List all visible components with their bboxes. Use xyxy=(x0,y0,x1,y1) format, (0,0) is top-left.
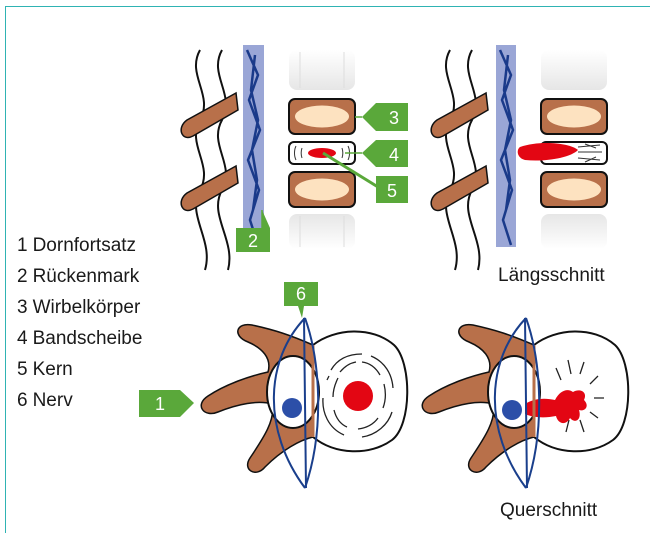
vertebra-faded-bottom xyxy=(541,214,607,249)
legend-label: Dornfortsatz xyxy=(33,235,136,256)
back-contour-inner xyxy=(468,50,480,270)
legend-number: 3 xyxy=(17,297,28,318)
tag-4: 4 xyxy=(362,140,408,167)
legend-label: Nerv xyxy=(33,390,73,411)
vertebra-faded-bottom xyxy=(289,214,355,249)
legend-number: 1 xyxy=(17,235,28,256)
tag-5-label: 5 xyxy=(387,181,397,201)
caption-longitudinal: Längsschnitt xyxy=(498,265,605,287)
spinous-process-lower xyxy=(431,166,488,210)
tag-3: 3 xyxy=(362,103,408,131)
back-contour-outer xyxy=(446,50,457,270)
legend-number: 2 xyxy=(17,266,28,287)
spinous-process-upper xyxy=(431,93,488,137)
back-contour-outer xyxy=(196,50,207,270)
longitudinal-view-herniated xyxy=(431,45,607,270)
tag-6: 6 xyxy=(284,282,318,318)
spinous-process-upper xyxy=(181,93,238,137)
vertebral-body-upper-core xyxy=(547,106,601,128)
cross-section-normal xyxy=(201,318,407,488)
cross-section-herniated xyxy=(422,318,628,488)
legend-number: 5 xyxy=(17,359,28,380)
vertebra-faded-top xyxy=(289,50,355,90)
tag-1-label: 1 xyxy=(155,394,165,414)
vertebral-body-lower-core xyxy=(295,179,349,201)
vertebral-body-upper-core xyxy=(295,106,349,128)
vertebra-faded-top xyxy=(541,50,607,90)
tag-2-label: 2 xyxy=(248,231,258,251)
spinal-cord-cross xyxy=(282,398,302,418)
tag-4-label: 4 xyxy=(389,145,399,165)
caption-cross-section: Querschnitt xyxy=(500,500,597,522)
legend-label: Kern xyxy=(33,359,73,380)
tag-3-label: 3 xyxy=(389,108,399,128)
legend-number: 4 xyxy=(17,328,28,349)
spinal-cord-cross xyxy=(502,400,522,420)
legend-label: Wirbelkörper xyxy=(33,297,141,318)
vertebral-body-lower-core xyxy=(547,179,601,201)
legend-number: 6 xyxy=(17,390,28,411)
nucleus-normal-long xyxy=(308,148,336,158)
tag-5: 5 xyxy=(376,176,408,203)
tag-6-label: 6 xyxy=(296,284,306,304)
spinous-process-lower xyxy=(181,166,238,210)
back-contour-inner xyxy=(218,50,230,270)
legend-label: Rückenmark xyxy=(33,266,140,287)
nucleus-normal-cross xyxy=(343,381,373,411)
legend-label: Bandscheibe xyxy=(33,328,143,349)
